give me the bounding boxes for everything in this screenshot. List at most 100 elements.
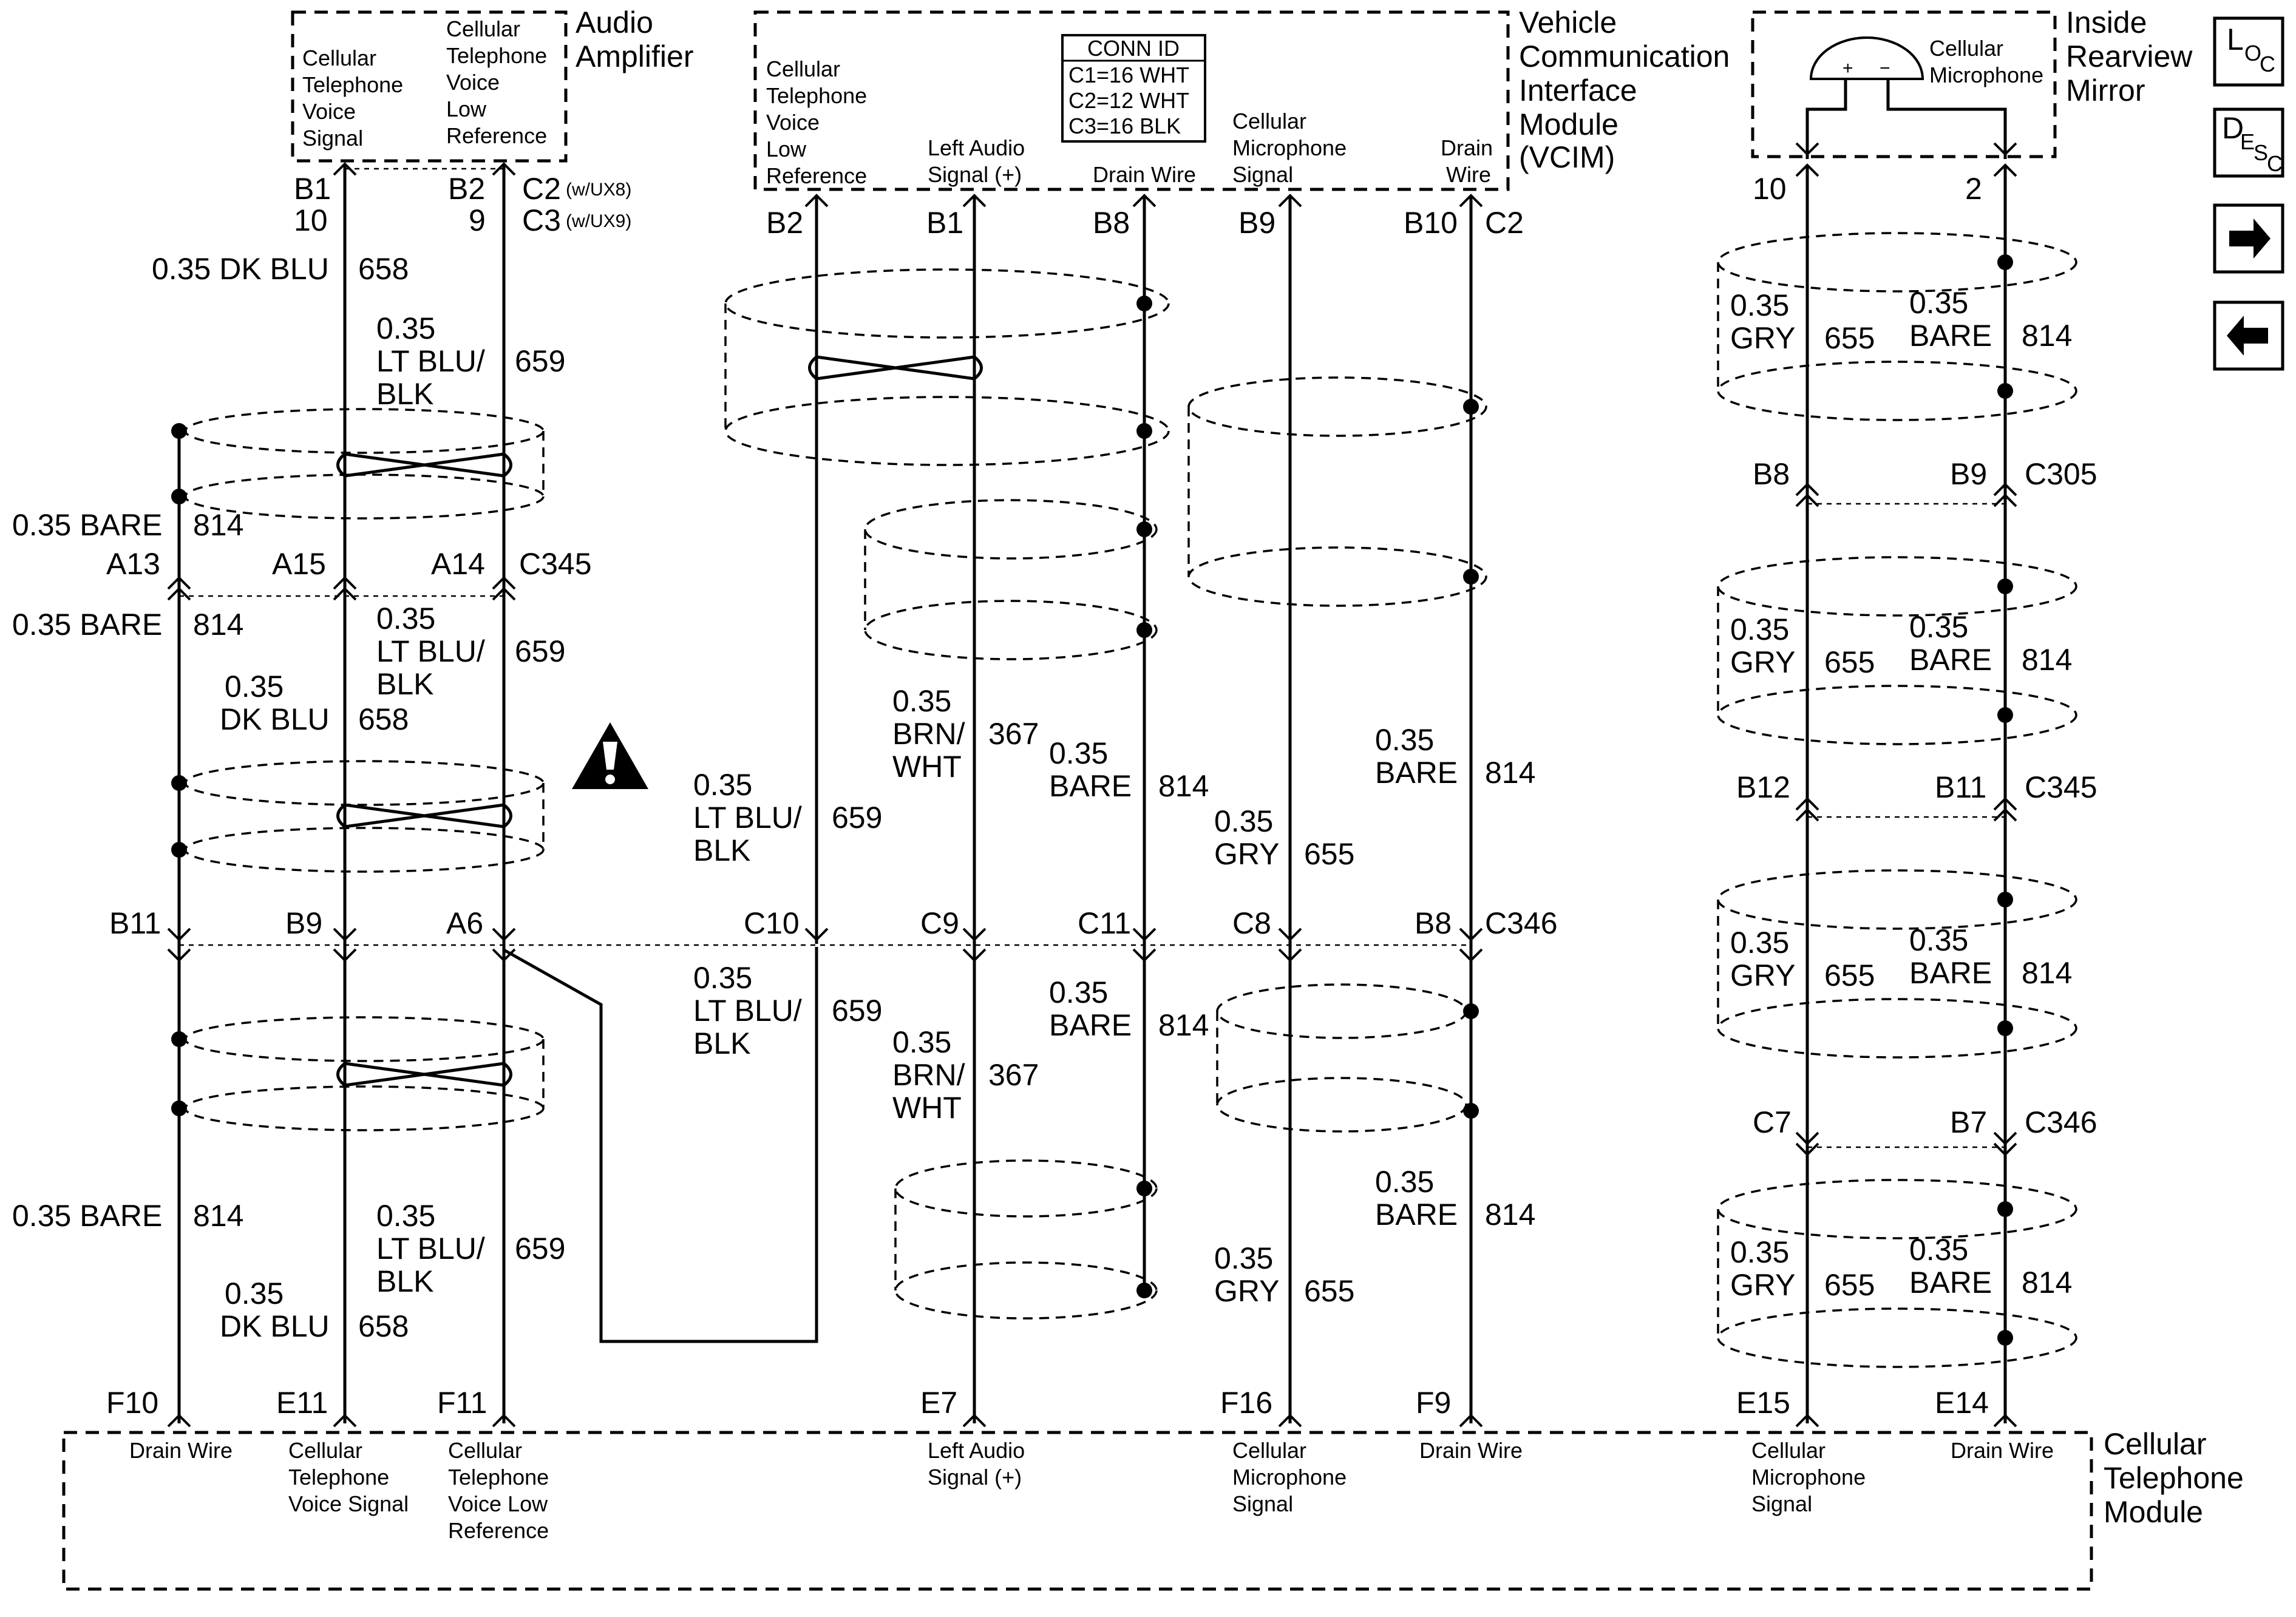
audio-amp-labels: Cellular Telephone Voice Signal Cellular… — [302, 5, 693, 151]
svg-text:BLK: BLK — [693, 833, 751, 867]
svg-text:655: 655 — [1304, 837, 1354, 871]
svg-text:C7: C7 — [1753, 1105, 1792, 1139]
svg-text:655: 655 — [1304, 1274, 1354, 1308]
loc-button[interactable]: L O C — [2213, 16, 2284, 87]
svg-text:C11: C11 — [1078, 906, 1131, 940]
svg-text:814: 814 — [2022, 1266, 2072, 1300]
svg-text:(w/UX8): (w/UX8) — [566, 180, 631, 200]
connector-lines — [179, 168, 2005, 1148]
svg-text:Communication: Communication — [1519, 39, 1730, 73]
svg-text:Cellular: Cellular — [766, 56, 840, 81]
svg-text:BARE: BARE — [1909, 1266, 1992, 1300]
conn-id-row: C3=16 BLK — [1068, 114, 1181, 138]
svg-text:655: 655 — [1824, 1268, 1875, 1302]
svg-text:L: L — [2227, 22, 2244, 56]
svg-text:B9: B9 — [285, 906, 322, 940]
svg-text:0.35: 0.35 — [1375, 1165, 1434, 1199]
svg-text:Microphone: Microphone — [1929, 63, 2043, 87]
ctm-box — [62, 1431, 2093, 1591]
svg-text:Module: Module — [2104, 1495, 2203, 1529]
svg-text:LT BLU/: LT BLU/ — [376, 634, 485, 668]
svg-text:814: 814 — [193, 1199, 243, 1233]
svg-text:Rearview: Rearview — [2066, 39, 2193, 73]
svg-text:BARE: BARE — [1049, 1008, 1132, 1042]
svg-text:B8: B8 — [1415, 906, 1452, 940]
svg-text:C2: C2 — [522, 172, 561, 206]
svg-text:GRY: GRY — [1214, 837, 1279, 871]
svg-text:D: D — [2222, 111, 2244, 145]
svg-text:659: 659 — [515, 634, 565, 668]
svg-text:Telephone: Telephone — [288, 1465, 389, 1490]
svg-text:Signal (+): Signal (+) — [928, 1465, 1022, 1490]
svg-text:C8: C8 — [1232, 906, 1271, 940]
svg-text:Signal (+): Signal (+) — [928, 162, 1022, 187]
svg-text:Microphone: Microphone — [1232, 135, 1347, 160]
svg-text:Voice: Voice — [766, 110, 820, 135]
svg-text:Cellular: Cellular — [448, 1438, 522, 1463]
svg-text:C2: C2 — [1485, 206, 1524, 240]
svg-text:0.35: 0.35 — [693, 961, 752, 995]
amp-pin-b2-label: Cellular — [446, 16, 520, 41]
svg-text:659: 659 — [515, 344, 565, 378]
svg-text:367: 367 — [988, 717, 1039, 751]
svg-text:Cellular: Cellular — [1232, 109, 1306, 134]
svg-text:Cellular: Cellular — [1751, 1438, 1826, 1463]
svg-text:LT BLU/: LT BLU/ — [376, 344, 485, 378]
svg-text:C345: C345 — [2025, 770, 2097, 804]
svg-text:Cellular: Cellular — [1232, 1438, 1306, 1463]
svg-text:A15: A15 — [272, 547, 326, 581]
svg-text:BARE: BARE — [1909, 956, 1992, 990]
svg-text:Voice Low: Voice Low — [448, 1491, 548, 1516]
svg-text:DK BLU: DK BLU — [220, 1309, 330, 1343]
svg-text:367: 367 — [988, 1058, 1039, 1092]
svg-text:Signal: Signal — [1232, 1491, 1293, 1516]
svg-text:Voice: Voice — [446, 70, 500, 95]
svg-text:Drain Wire: Drain Wire — [1951, 1438, 2054, 1463]
svg-text:658: 658 — [358, 252, 409, 286]
warning-icon — [572, 722, 648, 789]
svg-text:2: 2 — [1965, 172, 1982, 206]
svg-text:10: 10 — [1753, 172, 1787, 206]
svg-text:0.35: 0.35 — [1049, 975, 1108, 1009]
svg-text:B2: B2 — [766, 206, 803, 240]
svg-text:B12: B12 — [1736, 770, 1790, 804]
next-button[interactable] — [2213, 203, 2284, 274]
svg-text:A13: A13 — [106, 547, 160, 581]
svg-text:0.35: 0.35 — [1730, 288, 1789, 322]
svg-text:658: 658 — [358, 702, 409, 736]
svg-text:C: C — [2260, 52, 2275, 76]
svg-text:BLK: BLK — [376, 667, 434, 701]
svg-text:Microphone: Microphone — [1751, 1465, 1866, 1490]
svg-text:0.35: 0.35 — [1909, 286, 1968, 320]
svg-text:BRN/: BRN/ — [892, 1058, 965, 1092]
svg-text:BARE: BARE — [1909, 643, 1992, 677]
svg-text:B11: B11 — [1935, 770, 1986, 804]
svg-text:0.35: 0.35 — [1909, 923, 1968, 957]
svg-text:659: 659 — [515, 1232, 565, 1266]
svg-text:B9: B9 — [1950, 457, 1987, 491]
svg-text:BLK: BLK — [693, 1026, 751, 1060]
svg-text:Reference: Reference — [446, 123, 547, 148]
svg-text:0.35: 0.35 — [892, 1025, 951, 1059]
svg-text:Telephone: Telephone — [446, 43, 547, 68]
prev-button[interactable] — [2213, 300, 2284, 371]
splice-dots — [171, 254, 2013, 1346]
svg-text:0.35: 0.35 — [1049, 736, 1108, 770]
svg-text:0.35: 0.35 — [1730, 612, 1789, 646]
svg-text:C: C — [2267, 151, 2283, 176]
desc-button[interactable]: D E S C — [2213, 107, 2284, 178]
svg-text:655: 655 — [1824, 645, 1875, 679]
svg-text:BARE: BARE — [1909, 319, 1992, 353]
svg-text:C10: C10 — [744, 906, 800, 940]
conn-id-title: CONN ID — [1087, 36, 1180, 61]
ctm-title: Cellular — [2104, 1427, 2207, 1461]
svg-text:Mirror: Mirror — [2066, 73, 2145, 107]
svg-text:F10: F10 — [106, 1386, 158, 1420]
svg-text:F11: F11 — [437, 1386, 487, 1420]
svg-text:A14: A14 — [431, 547, 485, 581]
ctm-labels: Drain Wire Cellular Telephone Voice Sign… — [129, 1427, 2244, 1543]
svg-text:+: + — [1843, 58, 1853, 78]
svg-text:GRY: GRY — [1730, 958, 1795, 992]
svg-text:0.35: 0.35 — [376, 311, 435, 345]
svg-text:B8: B8 — [1093, 206, 1130, 240]
